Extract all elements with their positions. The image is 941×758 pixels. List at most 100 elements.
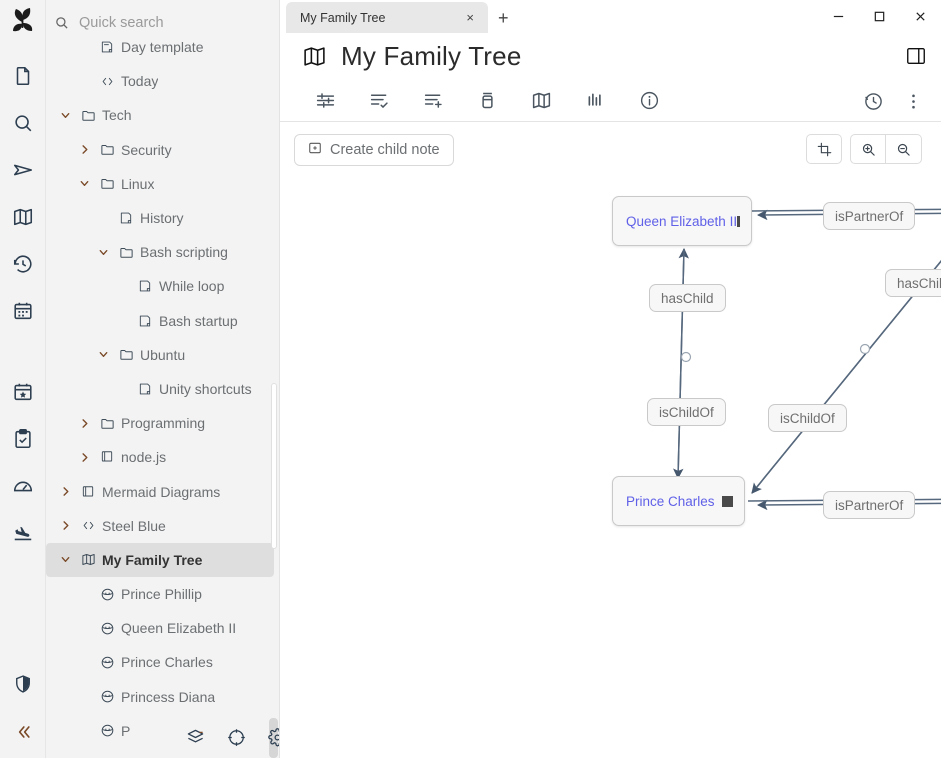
left-icon-rail: [0, 0, 46, 758]
chevron-right-icon[interactable]: [54, 486, 76, 497]
info-circle-icon[interactable]: [622, 81, 676, 121]
tree-item-label: Prince Phillip: [121, 586, 202, 603]
close-icon[interactable]: ×: [466, 10, 474, 25]
tree-item-tech[interactable]: Tech: [46, 98, 279, 132]
tree-item-programming[interactable]: Programming: [46, 406, 279, 440]
close-button[interactable]: [900, 0, 941, 33]
owned-attributes-icon[interactable]: [352, 81, 406, 121]
note-map-icon[interactable]: [514, 81, 568, 121]
tree-item-princess-diana[interactable]: Princess Diana: [46, 680, 279, 714]
edge-label-e5[interactable]: isChildOf: [647, 398, 726, 426]
tree-item-label: Linux: [121, 175, 155, 192]
chevron-right-icon[interactable]: [73, 452, 95, 463]
shield-icon[interactable]: [0, 662, 46, 706]
tree-item-my-family-tree[interactable]: My Family Tree: [46, 542, 274, 577]
edge-label-e3[interactable]: hasChild: [649, 284, 726, 312]
tree-item-ubuntu[interactable]: Ubuntu: [46, 338, 279, 372]
tree-item-label: Day template: [121, 39, 204, 56]
graph-node-qe2[interactable]: Queen Elizabeth II: [612, 196, 752, 246]
tree-item-mermaid-diagrams[interactable]: Mermaid Diagrams: [46, 474, 279, 508]
note-icon[interactable]: [0, 52, 46, 99]
note-revisions-icon[interactable]: [460, 81, 514, 121]
chevron-down-icon[interactable]: [92, 349, 114, 360]
tree-item-label: Queen Elizabeth II: [121, 620, 237, 637]
edge-label-e4[interactable]: isChildOf: [768, 404, 847, 432]
tree-item-unity-shortcuts[interactable]: Unity shortcuts: [46, 372, 279, 406]
calendar-star-icon[interactable]: [0, 368, 46, 415]
book-icon: [76, 485, 100, 499]
edge-label-e6[interactable]: isPartnerOf: [823, 491, 916, 519]
tree-item-queen-elizabeth-ii[interactable]: Queen Elizabeth II: [46, 611, 279, 645]
tree-item-bash-scripting[interactable]: Bash scripting: [46, 235, 279, 269]
tree-item-linux[interactable]: Linux: [46, 167, 279, 201]
more-vertical-icon[interactable]: [893, 81, 933, 121]
edge-label-e1[interactable]: isPartnerOf: [823, 202, 916, 230]
calendar-icon[interactable]: [0, 287, 46, 334]
sidebar-scrollbar-track[interactable]: [271, 383, 277, 549]
note-settings-icon[interactable]: [298, 81, 352, 121]
graph-node-label[interactable]: Queen Elizabeth II: [626, 213, 738, 229]
tree-item-node-js[interactable]: node.js: [46, 440, 279, 474]
graph-node-charles[interactable]: Prince Charles: [612, 476, 745, 526]
tree-item-while-loop[interactable]: While loop: [46, 269, 279, 303]
minimize-button[interactable]: [818, 0, 859, 33]
node-endpoint-badge[interactable]: [737, 215, 740, 227]
chevron-down-icon[interactable]: [54, 110, 76, 121]
layers-icon[interactable]: [186, 728, 205, 752]
tree-item-history[interactable]: History: [46, 201, 279, 235]
quick-search-row[interactable]: [46, 0, 279, 45]
tree-item-prince-phillip[interactable]: Prince Phillip: [46, 577, 279, 611]
tree-item-steel-blue[interactable]: Steel Blue: [46, 509, 279, 543]
page-title[interactable]: My Family Tree: [341, 41, 522, 71]
plane-landing-icon[interactable]: [0, 509, 46, 556]
tree-item-day-template[interactable]: Day template: [46, 30, 279, 64]
chevron-right-icon[interactable]: [73, 144, 95, 155]
maximize-button[interactable]: [859, 0, 900, 33]
tree-item-prince-charles[interactable]: Prince Charles: [46, 645, 279, 679]
tree-item-label: P: [121, 722, 131, 739]
zoom-controls: [806, 134, 922, 164]
add-attribute-icon[interactable]: [406, 81, 460, 121]
chevron-right-icon[interactable]: [54, 520, 76, 531]
folder-icon: [95, 176, 119, 191]
search-icon[interactable]: [0, 99, 46, 146]
tree-item-label: Steel Blue: [102, 517, 166, 534]
map-icon[interactable]: [0, 193, 46, 240]
rail-divider: [0, 334, 46, 368]
tree-item-p[interactable]: P: [46, 714, 279, 748]
node-endpoint-badge[interactable]: [722, 495, 733, 507]
reset-pan-zoom-icon[interactable]: [806, 134, 842, 164]
right-panel-icon[interactable]: [905, 45, 927, 72]
zoom-in-icon[interactable]: [850, 134, 886, 164]
tree-item-security[interactable]: Security: [46, 133, 279, 167]
search-icon: [54, 15, 69, 30]
send-icon[interactable]: [0, 146, 46, 193]
chevron-down-icon[interactable]: [92, 247, 114, 258]
clipboard-check-icon[interactable]: [0, 415, 46, 462]
tree-item-bash-startup[interactable]: Bash startup: [46, 304, 279, 338]
chevron-down-icon[interactable]: [54, 554, 76, 565]
tree-item-today[interactable]: Today: [46, 64, 279, 98]
chevron-down-icon[interactable]: [73, 178, 95, 189]
graph-node-label[interactable]: Prince Charles: [626, 493, 715, 509]
create-child-note-label: Create child note: [330, 142, 440, 158]
note-icon: [133, 382, 157, 396]
recent-changes-icon[interactable]: [0, 240, 46, 287]
search-input[interactable]: [77, 13, 247, 32]
tree-item-label: Programming: [121, 415, 206, 432]
sidebar-scrollbar-thumb[interactable]: [269, 718, 278, 758]
edge-label-e2[interactable]: hasChild: [885, 269, 941, 297]
zoom-out-icon[interactable]: [886, 134, 922, 164]
history-icon[interactable]: [853, 81, 893, 121]
gear-icon[interactable]: [268, 728, 279, 752]
tree-item-label: node.js: [121, 449, 167, 466]
note-info-icon[interactable]: [568, 81, 622, 121]
collapse-sidebar-icon[interactable]: [0, 706, 46, 758]
tab-my-family-tree[interactable]: My Family Tree ×: [286, 2, 488, 33]
gauge-icon[interactable]: [0, 462, 46, 509]
new-tab-button[interactable]: +: [498, 8, 509, 28]
chevron-right-icon[interactable]: [73, 418, 95, 429]
target-icon[interactable]: [227, 728, 246, 752]
create-child-note-button[interactable]: Create child note: [294, 134, 454, 166]
